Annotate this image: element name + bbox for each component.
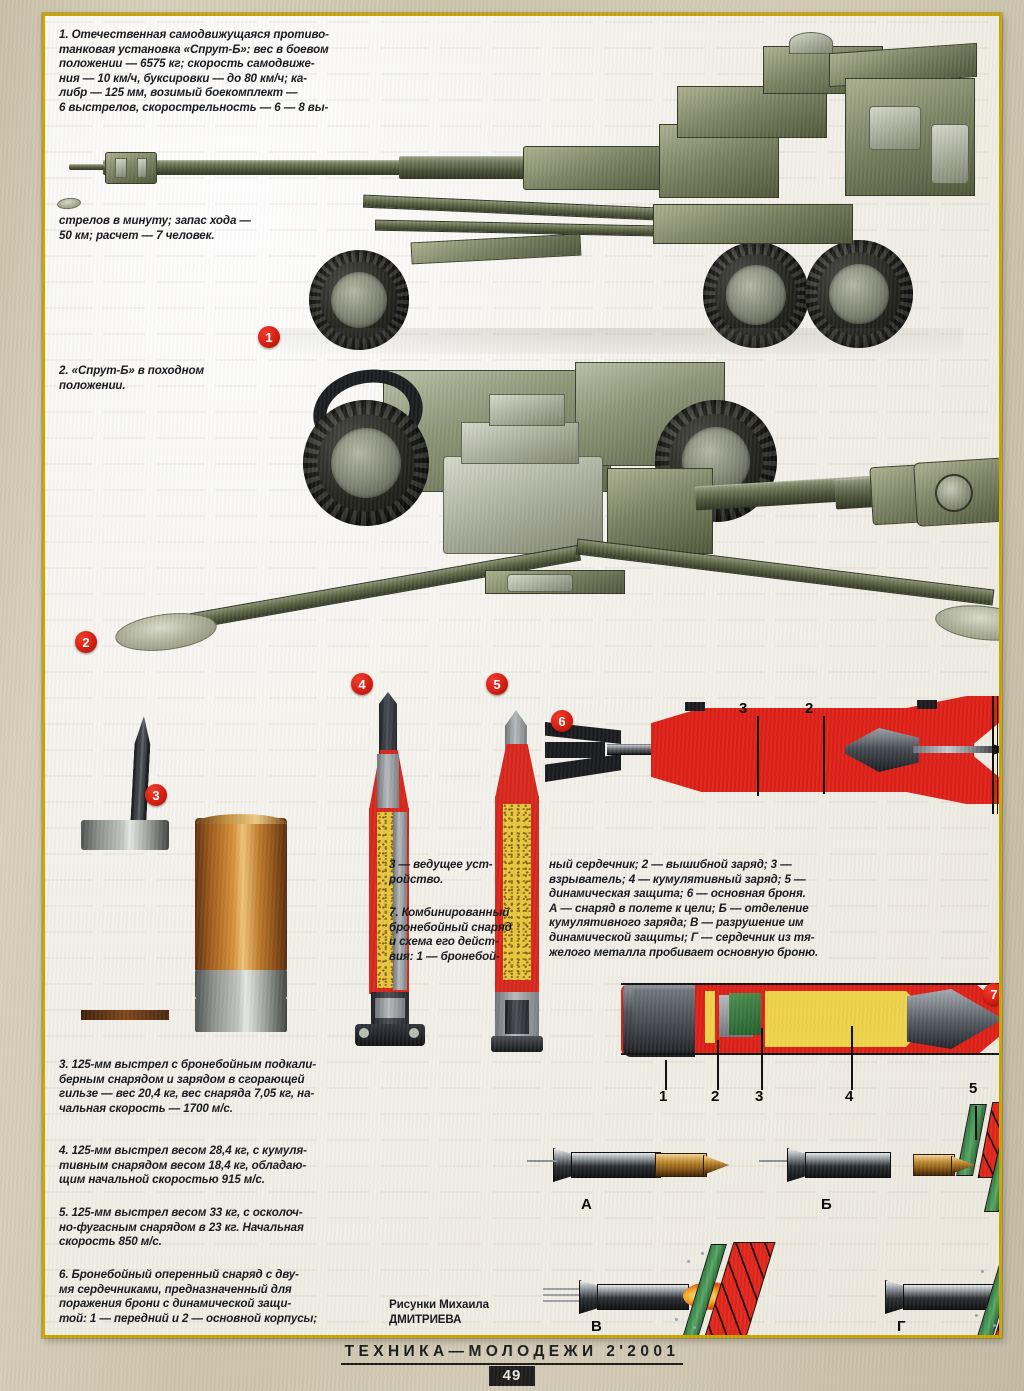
figure-2-illustration-sprut-b-travelling (113, 356, 999, 666)
fig7-label-5: 5 (969, 1080, 978, 1097)
sequence-step-g-illustration (835, 1240, 999, 1335)
fig7-leader-line-5 (975, 1106, 977, 1140)
caption-figure-6-continued: 3 — ведущее уст- ройство. (389, 858, 493, 886)
figure-1-illustration-sprut-b-firing (56, 28, 983, 358)
fig7-label-1: 1 (659, 1088, 668, 1105)
caption-figure-6: 6. Бронебойный оперенный снаряд с дву- м… (59, 1268, 318, 1325)
callout-badge-2: 2 (75, 631, 97, 653)
callout-badge-1: 1 (258, 326, 280, 348)
artist-credit-line-2: ДМИТРИЕВА (389, 1312, 462, 1326)
callout-badge-3: 3 (145, 784, 167, 806)
fig6-leader-line-3 (757, 716, 759, 796)
sequence-step-a-illustration (527, 1134, 735, 1194)
fig7-label-2: 2 (711, 1088, 720, 1105)
sequence-label-v: В (591, 1318, 602, 1335)
fig7-label-4: 4 (845, 1088, 854, 1105)
figure-7-illustration-combined-shell-cutaway (621, 981, 999, 1076)
caption-figure-4: 4. 125-мм выстрел весом 28,4 кг, с кумул… (59, 1144, 307, 1187)
sequence-label-b: Б (821, 1196, 832, 1213)
sequence-label-g: Г (897, 1318, 906, 1335)
publication-footer-title: ТЕХНИКА—МОЛОДЕЖИ 2'2001 (340, 1343, 684, 1365)
caption-figure-7-left-column: 7. Комбинированный бронебойный снаряд и … (389, 906, 512, 963)
fig7-leader-line-2 (717, 1040, 719, 1090)
caption-figure-1-part-1: 1. Отечественная самодвижущаяся противо-… (59, 28, 329, 114)
callout-badge-4: 4 (351, 673, 373, 695)
fig6-label-3: 3 (739, 700, 748, 717)
fig7-leader-line-1 (665, 1060, 667, 1090)
artist-credit: Рисунки Михаила ДМИТРИЕВА (389, 1298, 589, 1327)
fig6-label-2: 2 (805, 700, 814, 717)
fig7-leader-line-3 (761, 1028, 763, 1090)
figure-3-illustration-apfsds-round (59, 710, 349, 1050)
sequence-step-v-illustration (535, 1242, 795, 1335)
caption-figure-2: 2. «Спрут-Б» в походном положении. (59, 364, 204, 392)
callout-badge-6: 6 (551, 710, 573, 732)
caption-figure-5: 5. 125-мм выстрел весом 33 кг, с осколоч… (59, 1206, 304, 1249)
callout-badge-7: 7 (983, 983, 999, 1005)
fig7-leader-line-4 (851, 1026, 853, 1090)
caption-figure-1-part-2: стрелов в минуту; запас хода — 50 км; ра… (59, 214, 251, 242)
sequence-step-b-illustration (759, 1116, 999, 1212)
page-footer: ТЕХНИКА—МОЛОДЕЖИ 2'2001 49 (0, 1337, 1024, 1391)
fig6-leader-line-2 (823, 716, 825, 794)
callout-badge-5: 5 (486, 673, 508, 695)
artist-credit-line-1: Рисунки Михаила (389, 1298, 490, 1311)
figure-4-illustration-heat-round-cutaway (355, 692, 425, 1054)
caption-figure-3: 3. 125-мм выстрел с бронебойным подкали-… (59, 1058, 316, 1115)
page-number: 49 (488, 1366, 536, 1386)
fig7-label-3: 3 (755, 1088, 764, 1105)
sequence-label-a: А (581, 1196, 592, 1213)
printed-page-content: 3 2 1 1 2 3 (42, 13, 1002, 1338)
caption-figure-7-right-column: ный сердечник; 2 — вышибной заряд; 3 — в… (549, 858, 819, 959)
figure-6-illustration-finned-penetrator (545, 688, 999, 820)
figure-5-illustration-he-frag-round-cutaway (483, 710, 553, 1054)
